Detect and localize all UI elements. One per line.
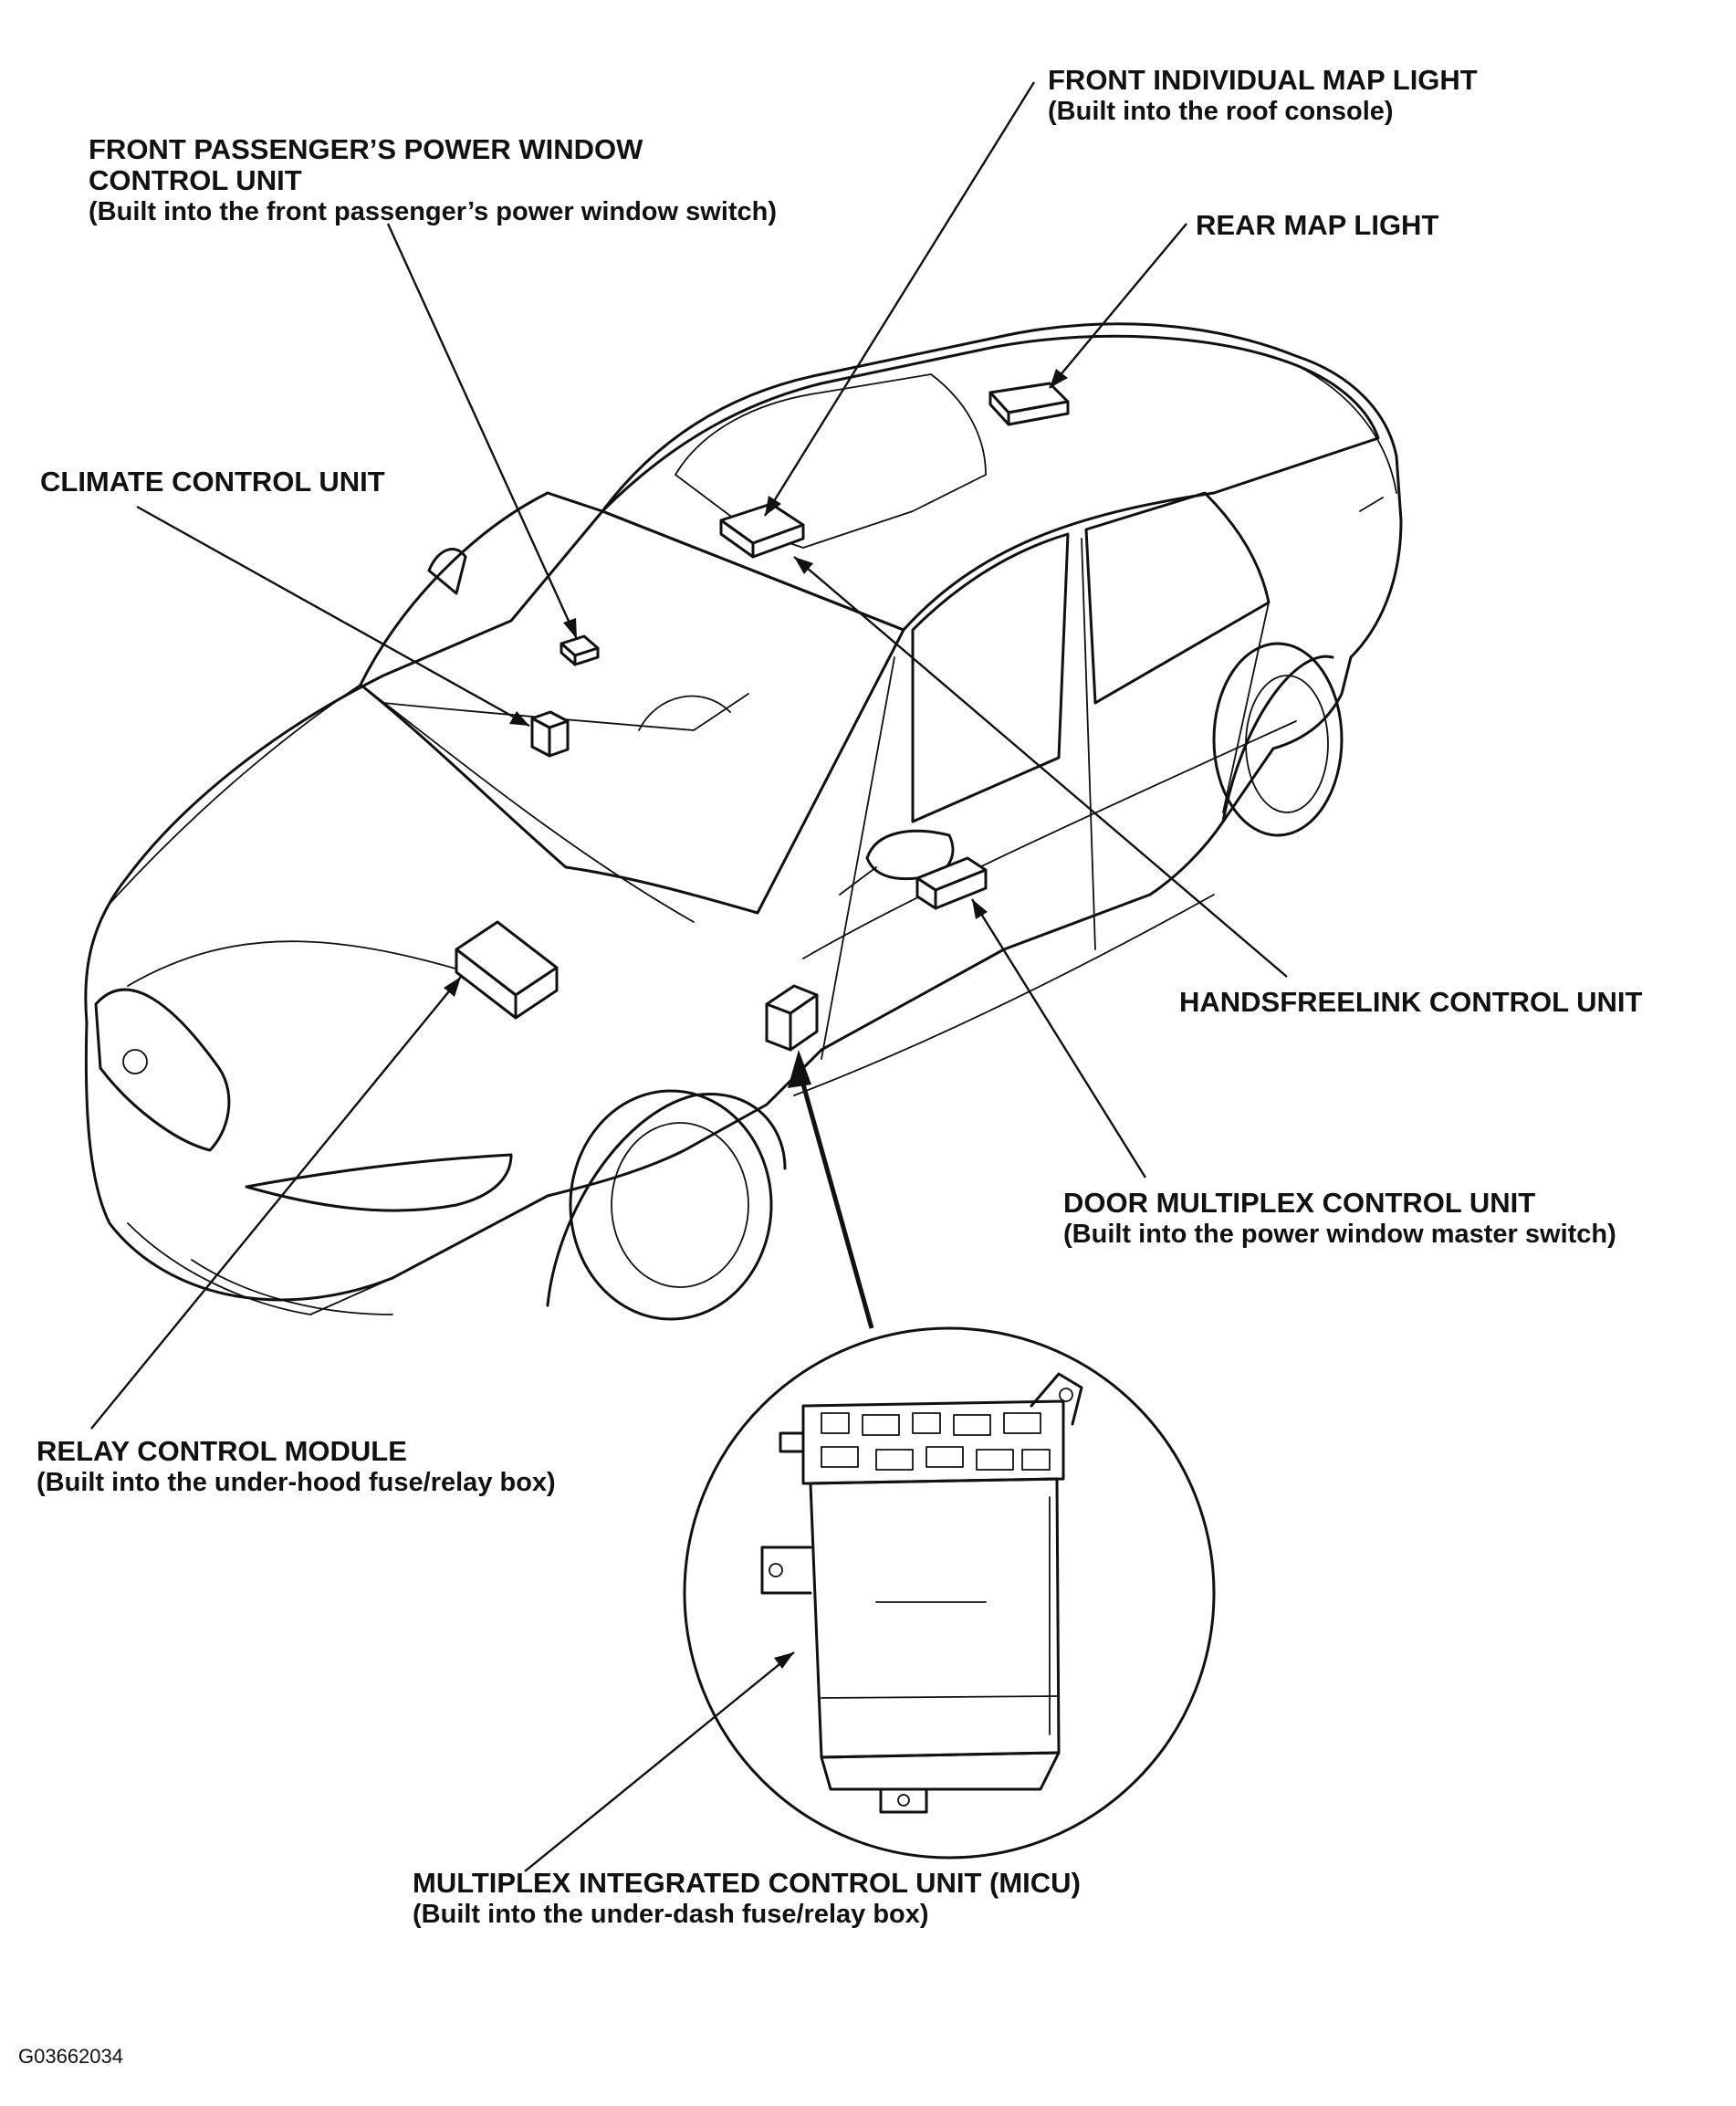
hood-line [109,684,695,923]
front-side-window [911,532,1070,823]
callout-labels: FRONT PASSENGER’S POWER WINDOW CONTROL U… [18,64,1643,2068]
front-map-light-note: (Built into the roof console) [1048,97,1394,126]
side-tab [760,1545,812,1595]
passenger-window-title-2: CONTROL UNIT [89,164,302,196]
tail-detail [1359,497,1384,512]
leader-micu-car [796,1067,874,1329]
left-mirror [427,548,467,595]
leader-rear-map-light [1049,223,1187,389]
hood-line-2 [127,940,512,987]
leader-micu-inset [524,1651,795,1872]
fuse-box-body [809,1477,1061,1759]
tab-hole [769,1563,783,1577]
bracket-hole [1059,1388,1073,1402]
fuse-box-top [801,1399,1065,1485]
front-grille [94,988,231,1152]
leader-climate-control [136,505,530,728]
fuse-box-lower [820,1751,1061,1791]
micu-note: (Built into the under-dash fuse/relay bo… [413,1900,929,1929]
front-wheel-rim [611,1122,749,1288]
bottom-tab [879,1787,928,1814]
front-bumper [127,1222,393,1315]
relay-module-title: RELAY CONTROL MODULE [37,1435,407,1467]
front-map-light-marker [719,502,805,559]
leader-handsfreelink [793,556,1288,978]
handsfreelink-title: HANDSFREELINK CONTROL UNIT [1179,986,1643,1018]
bumper-lower [191,1259,393,1315]
door-multiplex-title: DOOR MULTIPLEX CONTROL UNIT [1063,1187,1535,1219]
leader-lines [90,81,1288,1872]
door-multiplex-note: (Built into the power window master swit… [1063,1220,1616,1249]
leader-door-multiplex [970,898,1147,1179]
roof-outline [601,334,1380,632]
micu-title: MULTIPLEX INTEGRATED CONTROL UNIT (MICU) [413,1867,1081,1899]
micu-marker [765,984,819,1052]
leader-passenger-window [386,223,579,640]
passenger-window-note: (Built into the front passenger’s power … [89,197,777,226]
rear-map-light-marker [988,382,1070,426]
climate-control-marker [530,710,570,758]
top-bracket [1030,1372,1083,1426]
sunroof-outline [675,373,987,549]
body-edge-line [821,1695,1058,1699]
rear-map-light-title: REAR MAP LIGHT [1196,209,1438,241]
mirror-stalk [839,866,877,896]
trunk-line [1295,364,1397,494]
fuse-slots [821,1412,1051,1471]
climate-control-title: CLIMATE CONTROL UNIT [40,466,385,498]
passenger-window-marker [559,634,600,666]
headlamp [245,1153,513,1212]
door-multiplex-marker [915,856,988,910]
bottom-tab-hole [897,1794,910,1807]
rear-side-window [1084,491,1271,705]
front-wheel-arch [546,1093,787,1307]
front-wheel [569,1089,773,1321]
relay-module-note: (Built into the under-hood fuse/relay bo… [37,1468,556,1497]
rocker-line [793,894,1215,1096]
steering-hint [638,695,731,731]
door-seam-rear [1222,602,1270,813]
door-seam-mid [1081,538,1096,950]
leader-relay-module [90,976,462,1430]
car-body-outline [84,322,1403,1302]
passenger-window-title-1: FRONT PASSENGER’S POWER WINDOW [89,133,643,165]
door-seam-front [821,656,895,1060]
micu-detail-inset [683,1326,1216,1860]
grille-emblem [122,1049,148,1074]
relay-module-marker [455,920,559,1020]
side-mirror [865,829,955,881]
detail-circle [683,1326,1216,1860]
figure-code: G03662034 [18,2045,123,2068]
rear-wheel-arch [1221,655,1334,823]
car-illustration [84,322,1403,1321]
body-side-line [802,720,1297,959]
left-connector [779,1431,805,1453]
front-map-light-title: FRONT INDIVIDUAL MAP LIGHT [1048,64,1478,96]
leader-front-map-light [763,81,1036,517]
component-markers [455,382,1070,1052]
rear-wheel [1212,642,1344,837]
windshield-outline [359,491,905,915]
